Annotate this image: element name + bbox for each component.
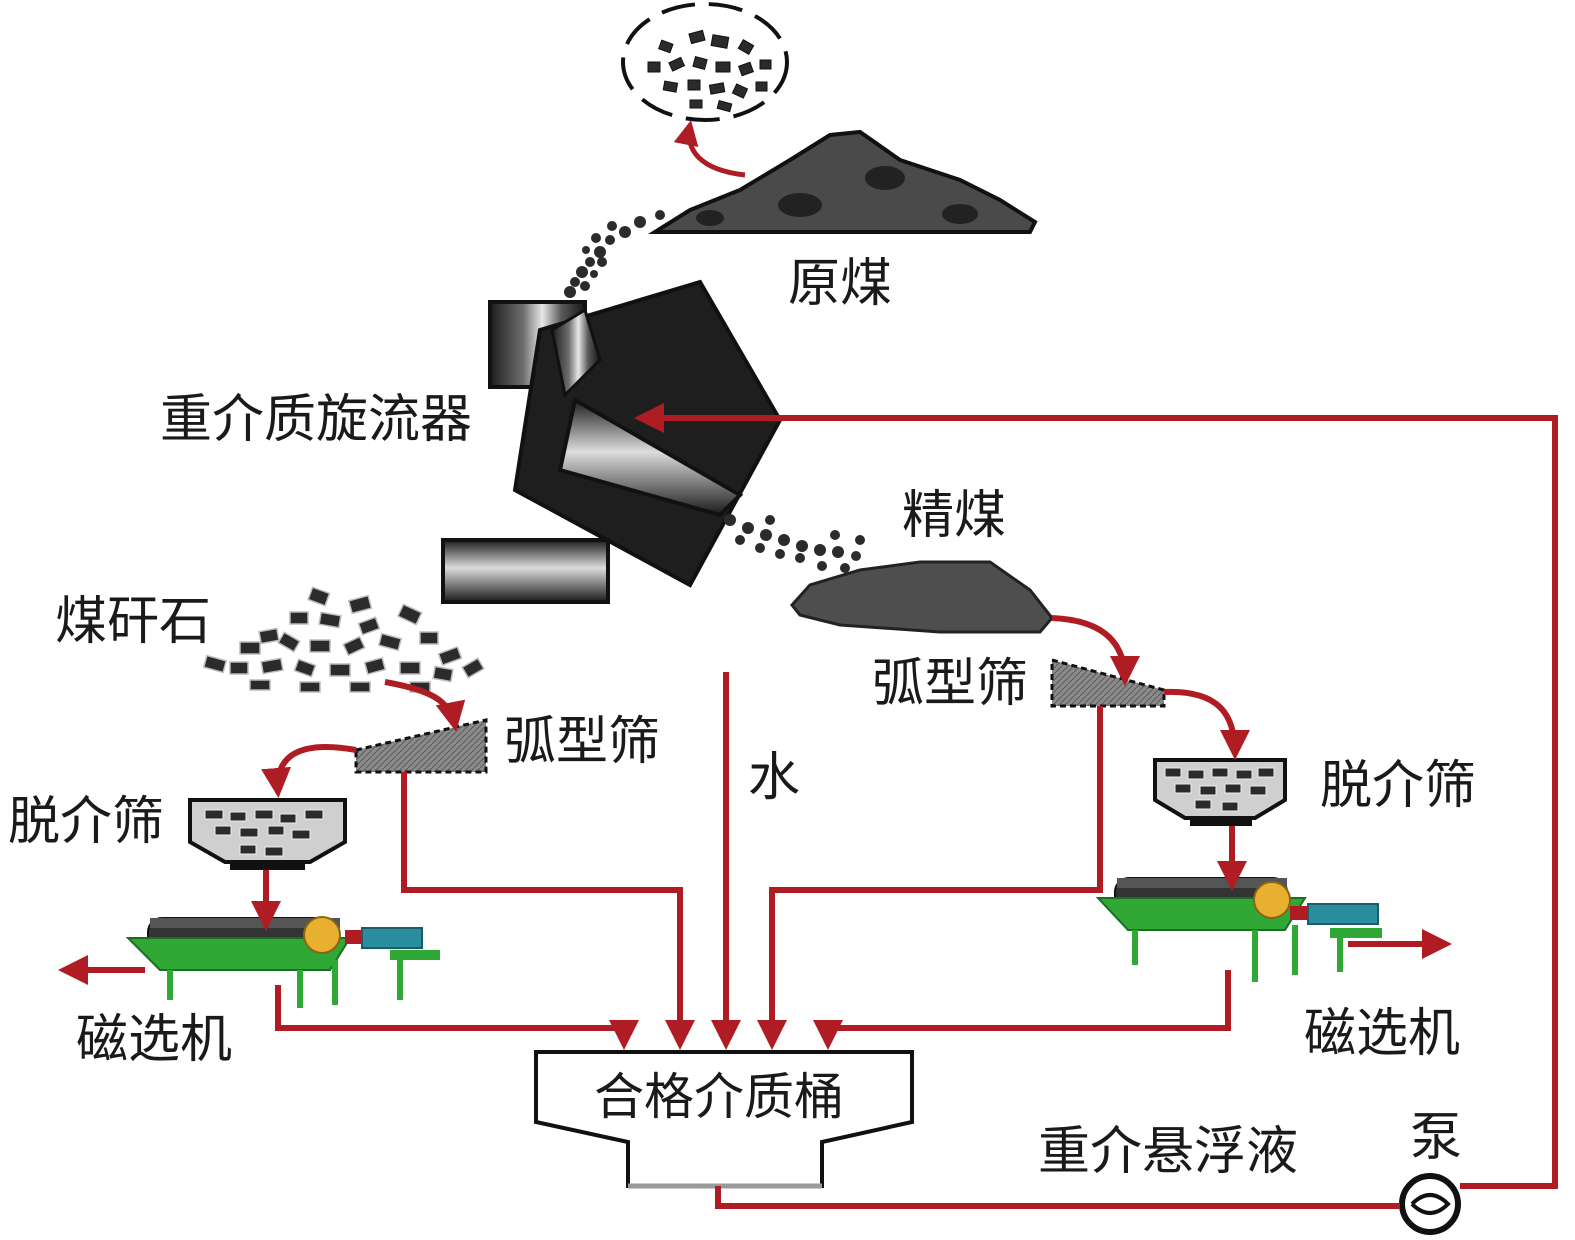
magnetic-separator-left-shape (125, 916, 440, 1008)
sieve-bend-right-label: 弧型筛 (872, 654, 1029, 714)
magnetic-separator-right-shape (1095, 877, 1382, 982)
pump-label: 泵 (1410, 1108, 1463, 1168)
medium-tank-label: 合格介质桶 (594, 1068, 844, 1126)
magnify-arrow (673, 120, 746, 178)
clean-coal-stream (724, 514, 865, 573)
drain-screen-right-shape (1153, 758, 1287, 826)
pump-shape (1399, 1173, 1461, 1235)
sieve-bend-left-label: 弧型筛 (504, 712, 661, 772)
flow-lines (58, 403, 1558, 1209)
drain-screen-left-shape (188, 798, 347, 870)
water-label: 水 (748, 748, 801, 808)
sieve-bend-right-shape (1050, 658, 1166, 708)
dense-medium-cyclone (441, 279, 783, 604)
suspension-label: 重介悬浮液 (1038, 1122, 1299, 1182)
qualified-medium-tank-shape (534, 1050, 914, 1189)
magnetic-separator-left-label: 磁选机 (76, 1010, 233, 1070)
clean-coal-pile (790, 560, 1054, 634)
gangue-pile (202, 586, 485, 693)
drain-screen-left-label: 脱介筛 (8, 792, 165, 852)
magnetic-separator-right-label: 磁选机 (1304, 1004, 1461, 1064)
sieve-bend-left-shape (354, 718, 488, 774)
drain-screen-right-label: 脱介筛 (1320, 756, 1477, 816)
magnified-coal-circle (621, 2, 789, 122)
cyclone-label: 重介质旋流器 (160, 390, 473, 450)
gangue-label: 煤矸石 (55, 592, 212, 652)
coal-feed-stream (564, 210, 665, 298)
raw-coal-label: 原煤 (788, 254, 893, 314)
clean-coal-label: 精煤 (902, 486, 1007, 546)
raw-coal-pile (648, 129, 1038, 234)
